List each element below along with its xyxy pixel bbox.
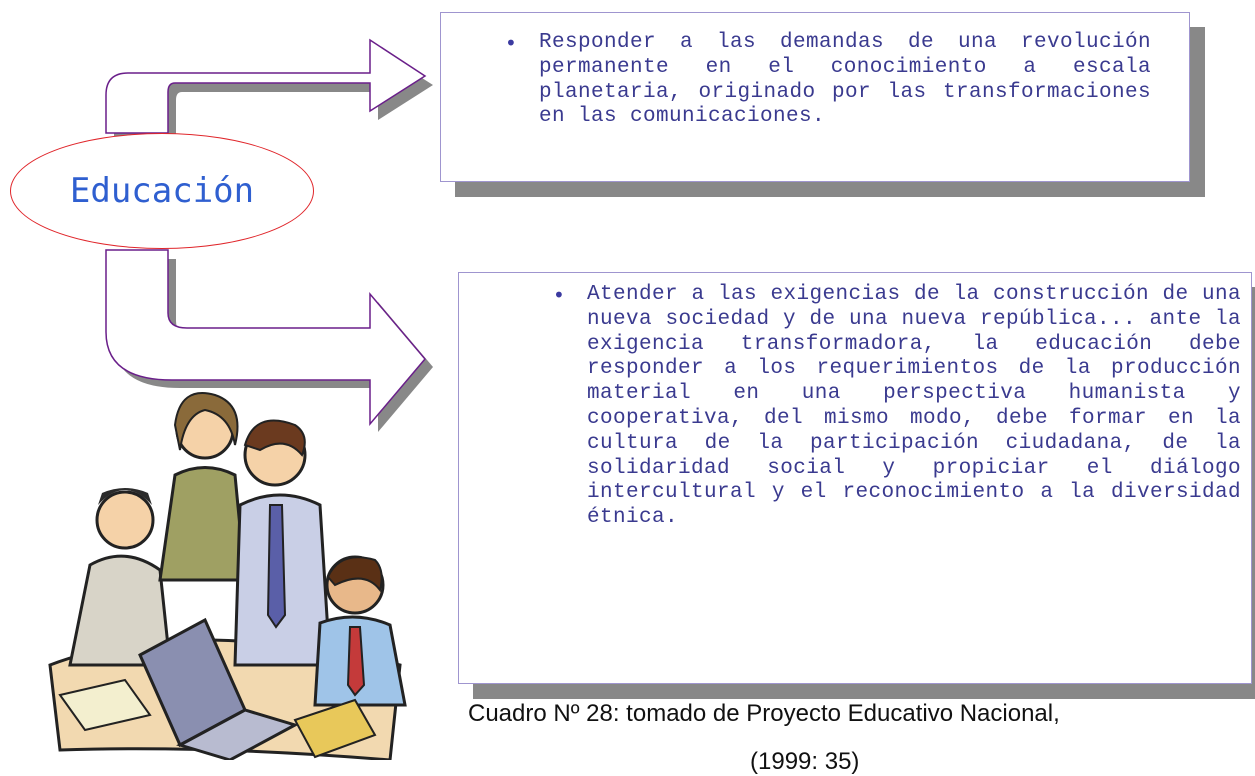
meeting-people-clipart xyxy=(48,392,407,760)
goal-item-2: • Atender a las exigencias de la constru… xyxy=(539,283,1241,531)
laptop-icon xyxy=(138,617,299,760)
person-standing-icon xyxy=(233,419,332,667)
goal-item-1: • Responder a las demandas de una revolu… xyxy=(491,31,1151,130)
goal-text-1: Responder a las demandas de una revoluci… xyxy=(539,31,1151,129)
figure-caption-year: (1999: 35) xyxy=(750,748,860,775)
person-left-icon xyxy=(68,488,172,667)
goal-box-1: • Responder a las demandas de una revolu… xyxy=(440,12,1190,182)
arrow-to-box-2 xyxy=(105,249,426,427)
person-woman-icon xyxy=(158,392,247,582)
education-node: Educación xyxy=(10,133,314,249)
goal-text-2: Atender a las exigencias de la construcc… xyxy=(587,283,1241,530)
bullet-icon: • xyxy=(553,283,565,307)
papers-icon xyxy=(58,678,152,732)
arrow-to-box-1 xyxy=(105,38,427,134)
bullet-icon: • xyxy=(505,31,517,55)
person-right-icon xyxy=(313,555,407,707)
figure-caption: Cuadro Nº 28: tomado de Proyecto Educati… xyxy=(468,700,1060,727)
education-node-label: Educación xyxy=(69,171,255,211)
notebook-icon xyxy=(293,698,377,759)
goal-box-2: • Atender a las exigencias de la constru… xyxy=(458,272,1252,684)
